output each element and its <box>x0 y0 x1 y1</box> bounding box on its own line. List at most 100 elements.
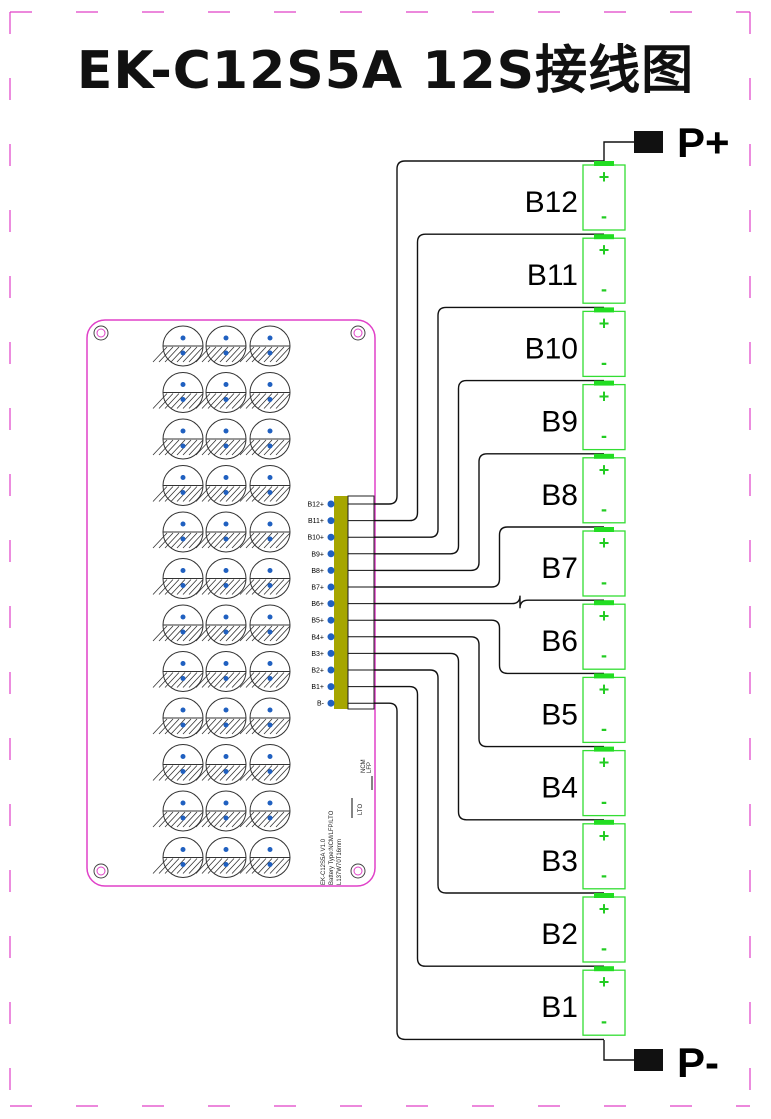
cell-label: B3 <box>541 845 578 878</box>
cell-minus-sign: - <box>601 206 607 226</box>
jumper-label-lto: LTO <box>358 804 364 815</box>
bms-board: EK-C12S5A V1.0 Battery Type:NCM/LFP/LTO … <box>86 319 376 887</box>
balance-wire <box>374 306 604 538</box>
connector-pin <box>327 633 335 641</box>
cell-minus-sign: - <box>601 865 607 885</box>
pin-label: B- <box>317 701 325 708</box>
battery-cell: + - B9 <box>541 380 626 451</box>
battery-cell: +-B2 <box>541 893 626 963</box>
cell-label: B10 <box>525 332 578 365</box>
inductor <box>152 511 204 553</box>
balance-connector <box>334 496 348 709</box>
cell-label: B1 <box>541 991 578 1024</box>
inductor <box>195 418 247 460</box>
mounting-hole <box>350 325 366 341</box>
inductor <box>195 325 247 367</box>
inductor <box>239 651 291 692</box>
inductor <box>239 837 291 878</box>
cell-label: B9 <box>541 406 578 439</box>
inductor-grid <box>152 325 291 878</box>
pin-label: B8+ <box>311 568 324 575</box>
balance-wire <box>374 233 604 522</box>
mounting-hole <box>93 325 109 341</box>
balance-wires <box>374 160 604 1041</box>
battery-cell: +-B10 <box>525 307 626 378</box>
connector-pin <box>327 517 335 525</box>
inductor <box>152 604 204 646</box>
inductor <box>152 558 204 599</box>
inductor <box>195 511 247 553</box>
cell-plus-sign: + <box>599 167 610 187</box>
balance-wire <box>374 453 604 572</box>
inductor <box>239 744 291 785</box>
cell-plus-sign: + <box>599 533 610 553</box>
connector-pin <box>327 533 335 541</box>
inductor <box>152 418 204 460</box>
inductor <box>152 651 204 692</box>
inductor <box>152 697 204 739</box>
cell-minus-sign: - <box>601 279 607 299</box>
balance-wire <box>374 619 604 675</box>
balance-wire <box>374 595 604 609</box>
connector-pin <box>327 500 335 508</box>
balance-wire <box>374 669 604 894</box>
cell-plus-sign: + <box>599 387 610 407</box>
mounting-hole <box>350 863 366 879</box>
battery-cell: + - B3 <box>541 819 626 890</box>
battery-cell: +-B5 <box>541 673 626 744</box>
battery-cell: +-B6 <box>541 600 626 670</box>
inductor <box>152 372 204 413</box>
cell-plus-sign: + <box>599 899 610 919</box>
cell-plus-sign: + <box>599 460 610 480</box>
pin-label: B6+ <box>311 601 324 608</box>
balance-wire <box>374 636 604 748</box>
battery-cell: +-B4 <box>541 746 626 817</box>
cell-plus-sign: + <box>599 972 610 992</box>
connector-pin <box>327 699 335 707</box>
balance-wire <box>374 685 604 967</box>
balance-wire <box>374 526 604 588</box>
cell-plus-sign: + <box>599 313 610 333</box>
connector-pin <box>327 583 335 591</box>
inductor <box>195 697 247 739</box>
inductor <box>152 744 204 785</box>
inductor <box>152 325 204 367</box>
connector-pin <box>327 616 335 624</box>
board-battery-type: Battery Type:NCM/LFP/LTO <box>329 810 335 885</box>
p-minus-terminal: P- <box>603 1039 719 1086</box>
cell-label: B6 <box>541 625 578 658</box>
balance-wire <box>374 160 604 505</box>
cell-minus-sign: - <box>601 499 607 519</box>
inductor <box>239 604 291 646</box>
cell-plus-sign: + <box>599 826 610 846</box>
inductor <box>152 790 204 832</box>
pin-label: B11+ <box>308 518 324 525</box>
inductor <box>239 418 291 460</box>
cell-minus-sign: - <box>601 645 607 665</box>
inductor <box>195 604 247 646</box>
battery-cell: +-B1 <box>541 966 626 1036</box>
cell-label: B11 <box>527 259 578 292</box>
cell-minus-sign: - <box>601 718 607 738</box>
pin-label: B4+ <box>311 634 324 641</box>
pin-label: B1+ <box>311 684 324 691</box>
balance-wire <box>374 652 604 821</box>
cell-plus-sign: + <box>599 240 610 260</box>
inductor <box>239 325 291 367</box>
inductor <box>195 744 247 785</box>
cell-minus-sign: - <box>601 426 607 446</box>
battery-cell: +-B7 <box>541 527 626 597</box>
jumper-label-lfp: LFP <box>367 762 373 773</box>
inductor <box>152 837 204 878</box>
board-dimensions: L137W70T16mm <box>337 839 343 885</box>
inductor <box>195 372 247 413</box>
cell-plus-sign: + <box>599 753 610 773</box>
battery-cell: + - B11 <box>527 234 626 304</box>
cell-minus-sign: - <box>601 938 607 958</box>
inductor <box>239 697 291 739</box>
connector-pin <box>327 683 335 691</box>
battery-cell: +-B12 <box>525 161 626 231</box>
pin-label: B10+ <box>307 535 324 542</box>
connector-pin <box>327 649 335 657</box>
